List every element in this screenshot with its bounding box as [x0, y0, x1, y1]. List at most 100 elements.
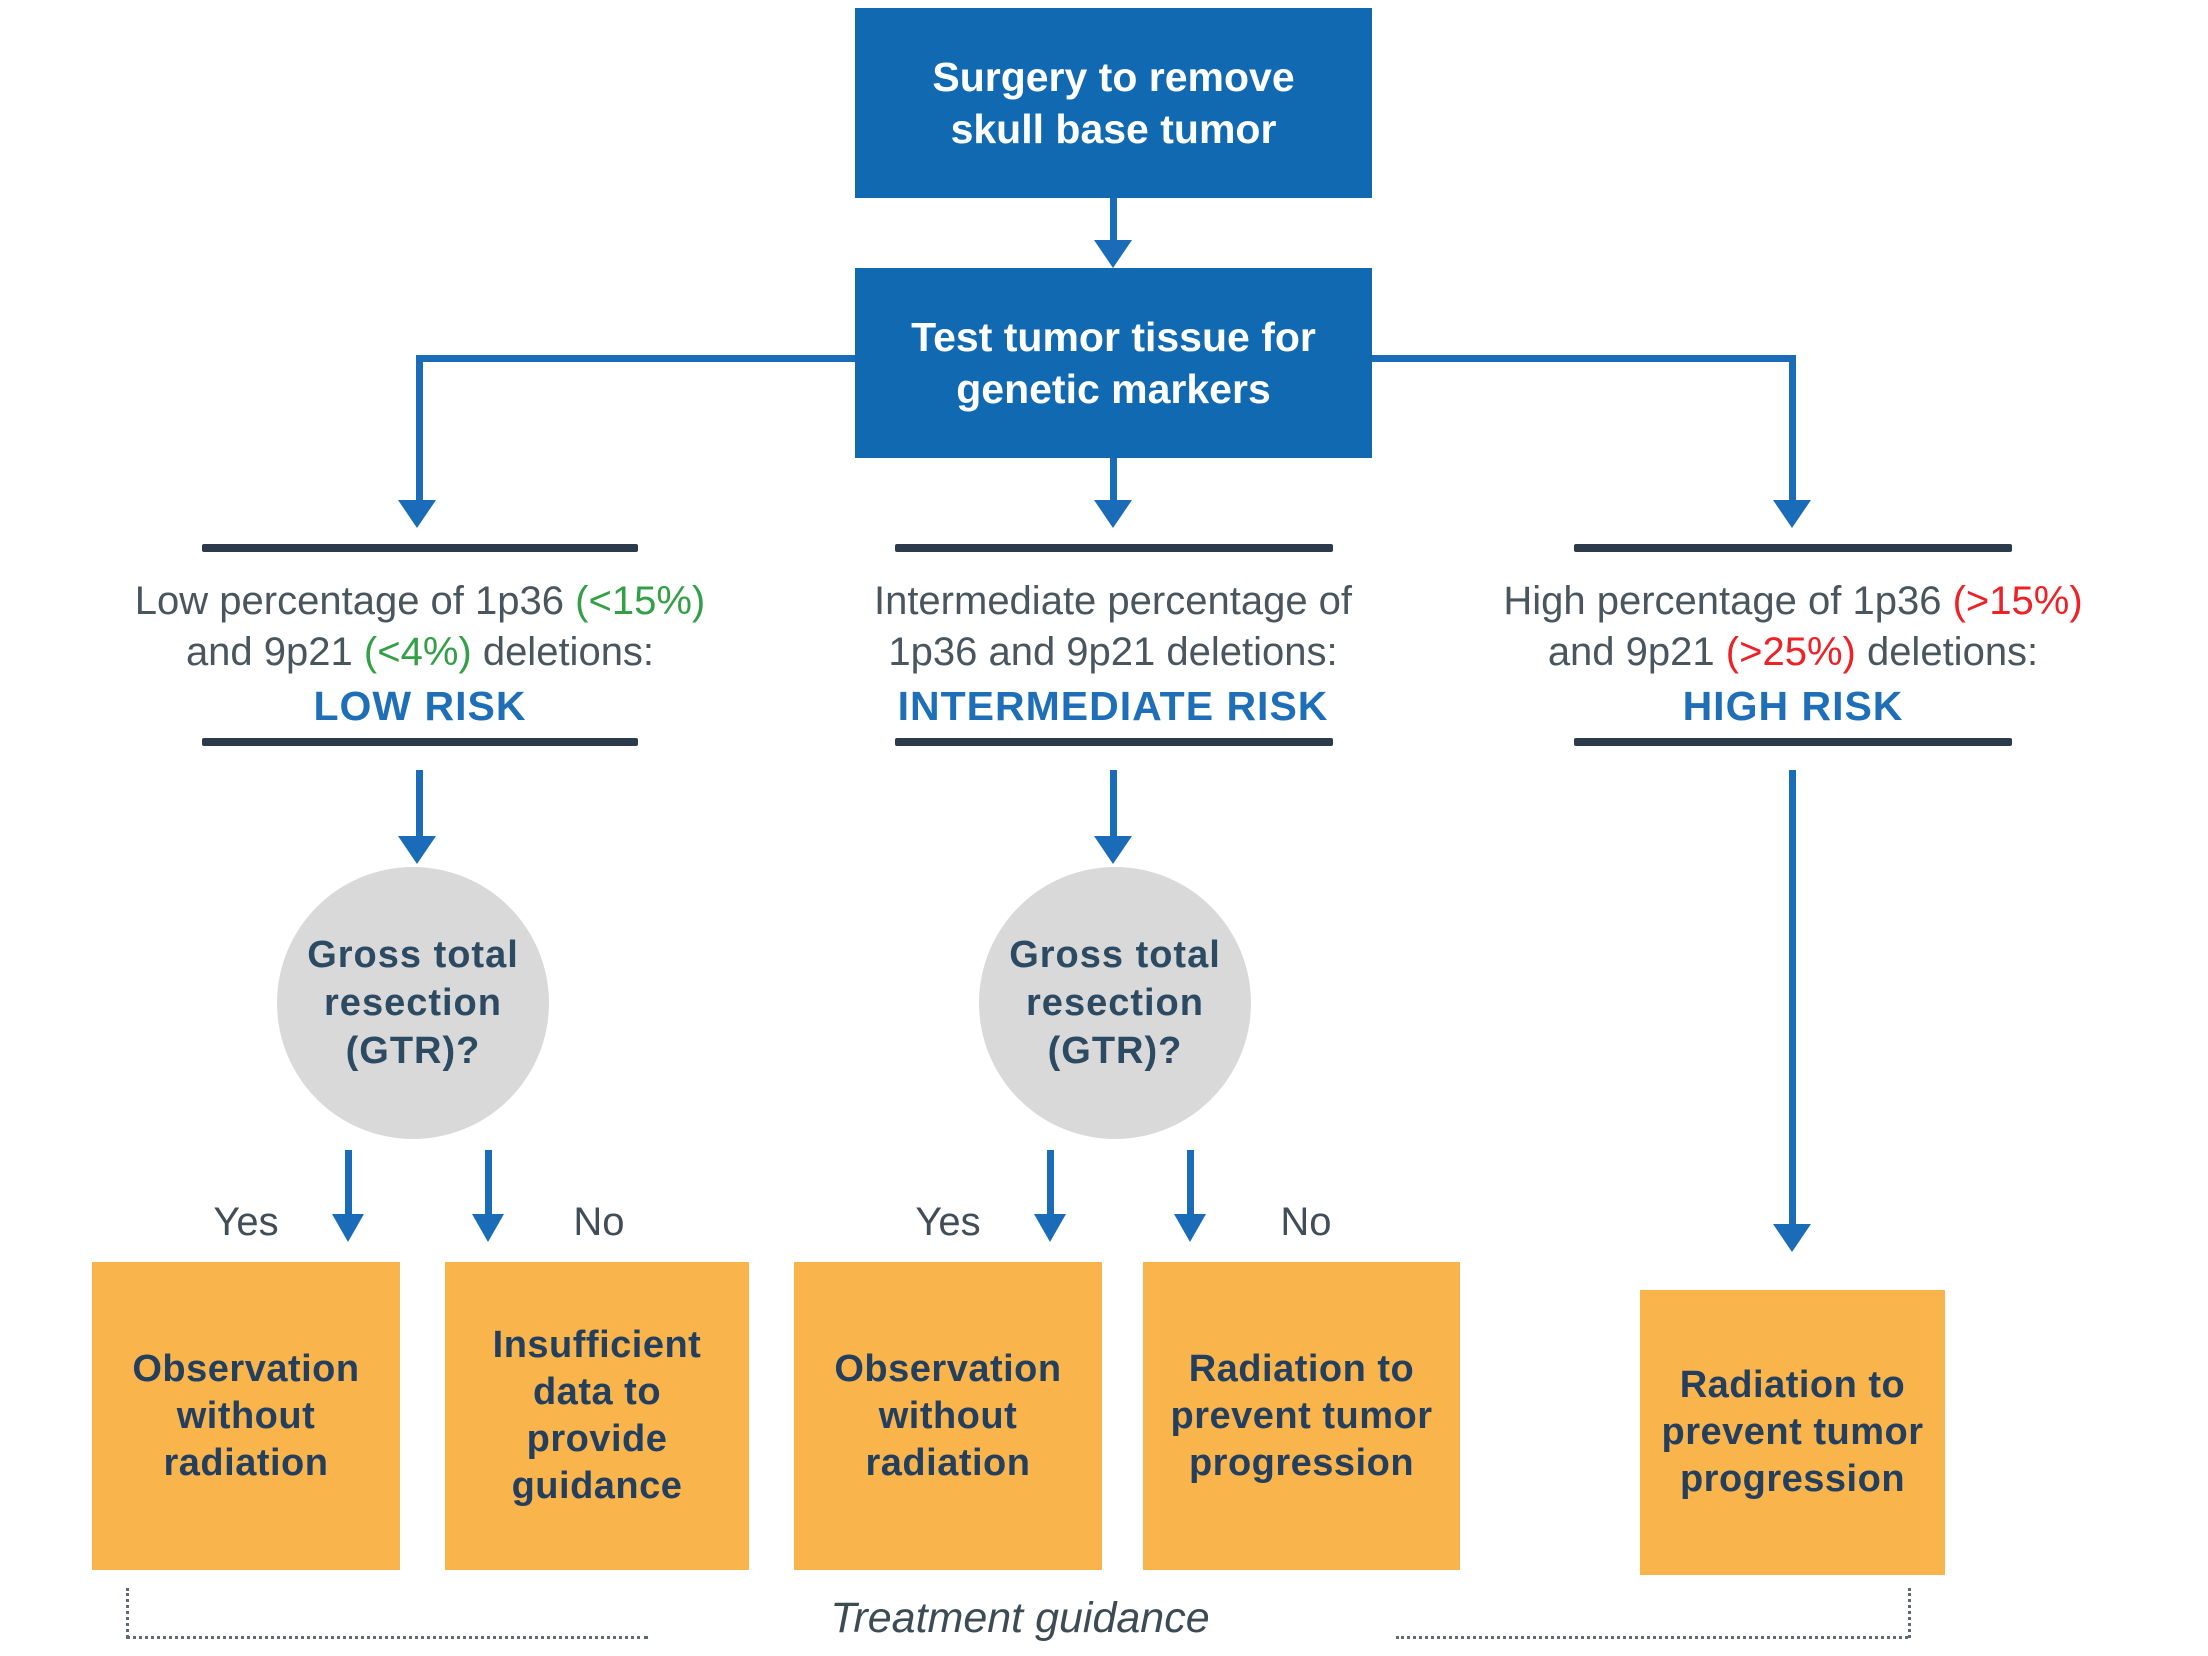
branch-high-line2-text: and 9p21 [1547, 630, 1726, 674]
node-test-line1: Test tumor tissue for [911, 314, 1316, 360]
arrowhead-high-to-radiation [1773, 1224, 1811, 1252]
decision-gtr-low-label: Gross total resection (GTR)? [298, 931, 528, 1075]
observation-line3: radiation [865, 1441, 1031, 1484]
outcome-low-yes-label: Observation without radiation [132, 1346, 359, 1487]
arrowhead-branch-left [398, 500, 436, 528]
observation-line2: without [176, 1394, 316, 1437]
gtr-line3: (GTR)? [1047, 1030, 1183, 1072]
branch-high-risk-label: HIGH RISK [1682, 683, 1904, 729]
branch-low-risk-text: Low percentage of 1p36 (<15%) and 9p21 (… [110, 576, 730, 732]
connector-branch-right-horizontal [1372, 355, 1796, 362]
bracket-right-line [1396, 1636, 1908, 1639]
decision-gtr-low: Gross total resection (GTR)? [277, 867, 549, 1139]
gtr-line3: (GTR)? [345, 1030, 481, 1072]
insufficient-line2: data to [532, 1371, 662, 1413]
branch-intermediate-risk-text: Intermediate percentage of 1p36 and 9p21… [803, 576, 1423, 732]
outcome-intermediate-no-radiation: Radiation to prevent tumor progression [1143, 1262, 1460, 1570]
gtr-line1: Gross total [1009, 934, 1221, 976]
arrowhead-surgery-test [1094, 240, 1132, 268]
gtr-line1: Gross total [307, 934, 519, 976]
radiation-line2: prevent tumor [1170, 1394, 1433, 1437]
observation-line1: Observation [132, 1347, 360, 1390]
connector-low-yes-line [345, 1150, 352, 1216]
branch-high-line2: and 9p21 (>25%) deletions: [1483, 627, 2103, 678]
branch-low-line2-text: and 9p21 [185, 630, 364, 674]
treatment-guidance-caption: Treatment guidance [830, 1594, 1210, 1642]
node-surgery: Surgery to remove skull base tumor [855, 8, 1372, 198]
outcome-intermediate-yes-observation: Observation without radiation [794, 1262, 1102, 1570]
branch-high-line1-text: High percentage of 1p36 [1503, 579, 1953, 623]
connector-surgery-test-line [1110, 198, 1117, 242]
branch-low-line1-text: Low percentage of 1p36 [134, 579, 576, 623]
outcome-high-radiation: Radiation to prevent tumor progression [1640, 1290, 1945, 1575]
node-surgery-line2: skull base tumor [950, 106, 1277, 152]
node-test-line2: genetic markers [956, 366, 1271, 412]
branch-high-line2-threshold: (>25%) [1725, 630, 1856, 674]
branch-intermediate-line1: Intermediate percentage of [803, 576, 1423, 627]
rule-low-bottom [202, 738, 638, 746]
arrowhead-branch-middle [1094, 500, 1132, 528]
connector-intermediate-no-line [1187, 1150, 1194, 1216]
branch-low-line2: and 9p21 (<4%) deletions: [110, 627, 730, 678]
branch-intermediate-risk-label: INTERMEDIATE RISK [897, 683, 1329, 729]
connector-intermediate-to-gtr-line [1110, 770, 1117, 838]
outcome-low-no-label: Insufficient data to provide guidance [493, 1322, 702, 1510]
branch-low-line1: Low percentage of 1p36 (<15%) [110, 576, 730, 627]
observation-line3: radiation [163, 1441, 329, 1484]
branch-low-line2-suffix: deletions: [471, 630, 655, 674]
rule-high-top [1574, 544, 2012, 552]
branch-high-line1-threshold: (>15%) [1952, 579, 2083, 623]
radiation-line1: Radiation to [1679, 1364, 1906, 1406]
label-intermediate-yes: Yes [915, 1200, 981, 1244]
observation-line2: without [878, 1394, 1018, 1437]
branch-intermediate-line2: 1p36 and 9p21 deletions: [803, 627, 1423, 678]
connector-high-to-radiation-line [1789, 770, 1796, 1224]
arrowhead-intermediate-yes [1034, 1214, 1066, 1242]
decision-gtr-intermediate-label: Gross total resection (GTR)? [1000, 931, 1230, 1075]
outcome-high-label: Radiation to prevent tumor progression [1662, 1362, 1924, 1503]
branch-high-line1: High percentage of 1p36 (>15%) [1483, 576, 2103, 627]
radiation-line3: progression [1679, 1458, 1906, 1500]
connector-intermediate-yes-line [1047, 1150, 1054, 1216]
branch-low-line2-threshold: (<4%) [363, 630, 472, 674]
insufficient-line1: Insufficient [492, 1324, 702, 1366]
connector-branch-left-vertical [416, 355, 423, 500]
branch-low-risk-label: LOW RISK [313, 683, 527, 729]
arrowhead-low-yes [332, 1214, 364, 1242]
connector-branch-left-horizontal [416, 355, 855, 362]
outcome-low-yes-observation: Observation without radiation [92, 1262, 400, 1570]
bracket-left-tick [126, 1588, 129, 1638]
arrowhead-intermediate-no [1174, 1214, 1206, 1242]
outcome-intermediate-no-label: Radiation to prevent tumor progression [1171, 1346, 1433, 1487]
connector-low-to-gtr-line [416, 770, 423, 838]
connector-branch-right-vertical [1789, 355, 1796, 500]
insufficient-line3: provide [526, 1418, 668, 1460]
branch-high-line2-suffix: deletions: [1855, 630, 2039, 674]
rule-intermediate-top [895, 544, 1333, 552]
connector-branch-middle-vertical [1110, 458, 1117, 500]
rule-low-top [202, 544, 638, 552]
connector-low-no-line [485, 1150, 492, 1216]
decision-gtr-intermediate: Gross total resection (GTR)? [979, 867, 1251, 1139]
radiation-line2: prevent tumor [1661, 1411, 1924, 1453]
bracket-right-tick [1908, 1588, 1911, 1638]
branch-high-risk-text: High percentage of 1p36 (>15%) and 9p21 … [1483, 576, 2103, 732]
insufficient-line4: guidance [511, 1465, 683, 1507]
observation-line1: Observation [834, 1347, 1062, 1390]
bracket-left-line [126, 1636, 648, 1639]
arrowhead-intermediate-to-gtr [1094, 836, 1132, 864]
rule-high-bottom [1574, 738, 2012, 746]
rule-intermediate-bottom [895, 738, 1333, 746]
gtr-line2: resection [1026, 982, 1204, 1024]
label-low-yes: Yes [213, 1200, 279, 1244]
radiation-line1: Radiation to [1188, 1347, 1415, 1390]
branch-intermediate-line1-text: Intermediate percentage of [873, 579, 1353, 623]
arrowhead-branch-right [1773, 500, 1811, 528]
arrowhead-low-no [472, 1214, 504, 1242]
label-intermediate-no: No [1280, 1200, 1332, 1244]
node-test-tissue: Test tumor tissue for genetic markers [855, 268, 1372, 458]
node-surgery-line1: Surgery to remove [932, 54, 1295, 100]
outcome-intermediate-yes-label: Observation without radiation [834, 1346, 1061, 1487]
branch-low-line1-threshold: (<15%) [575, 579, 706, 623]
